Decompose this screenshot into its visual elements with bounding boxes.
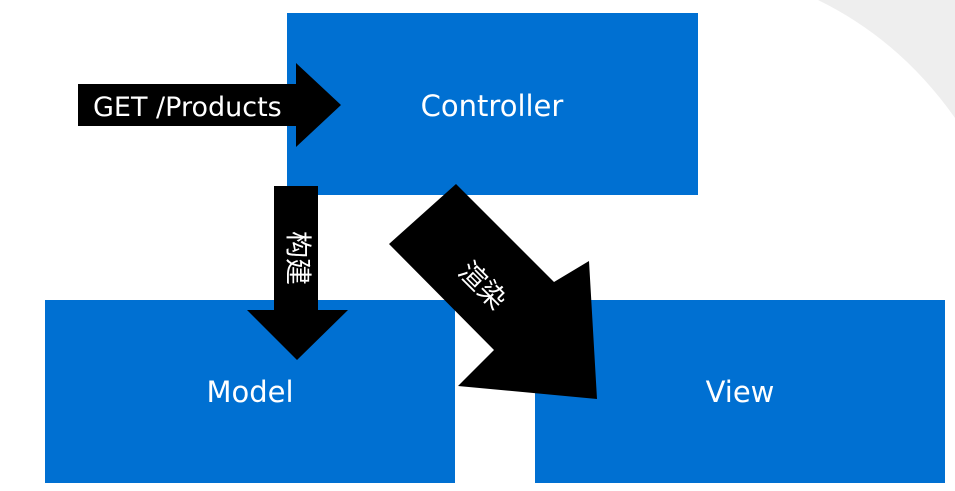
model-label: Model bbox=[206, 375, 293, 409]
controller-box bbox=[287, 13, 698, 195]
build-label: 构建 bbox=[282, 231, 313, 285]
build-arrow bbox=[247, 186, 348, 360]
request-arrow bbox=[78, 63, 341, 147]
request-label: GET /Products bbox=[93, 92, 282, 123]
controller-label: Controller bbox=[421, 89, 564, 123]
background-swoosh bbox=[818, 0, 955, 118]
view-box bbox=[535, 300, 945, 483]
render-arrow bbox=[389, 184, 597, 399]
model-box bbox=[45, 300, 455, 483]
view-label: View bbox=[706, 375, 775, 409]
